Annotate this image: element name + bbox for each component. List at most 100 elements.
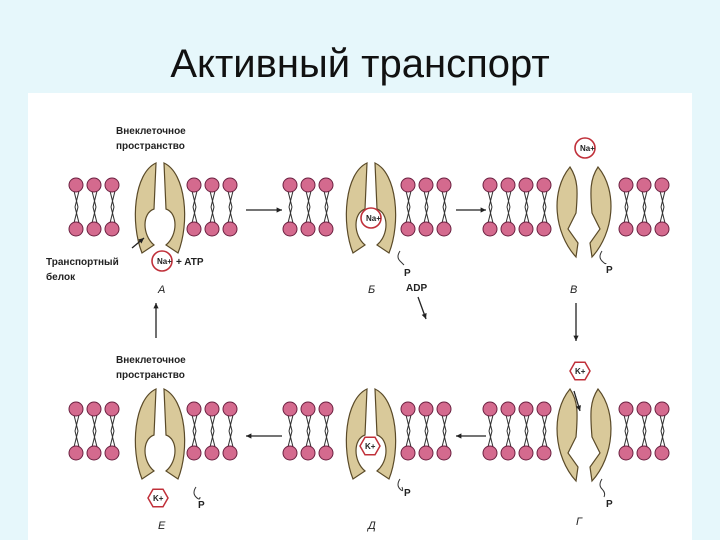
lipid-head — [301, 222, 315, 236]
lipid-head — [301, 446, 315, 460]
lipid-head — [205, 178, 219, 192]
protein-right-half — [164, 389, 185, 479]
adp-label: ADP — [406, 283, 427, 294]
protein-right-half — [375, 389, 396, 479]
lipid-head — [419, 446, 433, 460]
phosphate-tail — [398, 251, 404, 265]
lipid-head — [187, 222, 201, 236]
lipid-head — [437, 402, 451, 416]
arrow-b-to-v-head — [481, 207, 486, 212]
k-ion-icon: K+ — [360, 437, 380, 454]
lipid-head — [501, 402, 515, 416]
arrow-v-to-g-head — [573, 336, 578, 341]
lipid-head — [87, 222, 101, 236]
lipid-head — [501, 446, 515, 460]
stage-label-g: Г — [576, 516, 583, 528]
lipid-head — [619, 178, 633, 192]
lipid-head — [655, 446, 669, 460]
arrow-adp-release-head — [422, 313, 427, 319]
lipid-head — [437, 222, 451, 236]
lipid-head — [419, 402, 433, 416]
lipid-head — [283, 446, 297, 460]
svg-text:K+: K+ — [153, 494, 164, 503]
stage-label-d: Д — [366, 520, 376, 532]
lipid-head — [519, 178, 533, 192]
lipid-head — [619, 402, 633, 416]
na-ion-icon: Na+ — [152, 251, 172, 271]
k-ion-icon: K+ — [570, 362, 590, 379]
svg-text:Na+: Na+ — [366, 214, 381, 223]
lipid-head — [519, 222, 533, 236]
slide-title: Активный транспорт — [0, 42, 720, 87]
lipid-head — [283, 178, 297, 192]
stage-label-v: В — [570, 284, 577, 296]
na-ion-icon: Na+ — [361, 208, 381, 228]
lipid-head — [619, 222, 633, 236]
phosphate-tail — [194, 487, 200, 499]
protein-left-half — [346, 163, 367, 253]
lipid-head — [69, 178, 83, 192]
diagram-panel: Внеклеточное пространство Внеклеточное п… — [28, 93, 692, 540]
lipid-head — [69, 402, 83, 416]
lipid-head — [223, 446, 237, 460]
lipid-head — [205, 222, 219, 236]
arrow-e-to-a-head — [153, 303, 158, 308]
phosphate-label-d: P — [404, 488, 411, 499]
lipid-head — [401, 446, 415, 460]
lipid-head — [519, 446, 533, 460]
lipid-head — [655, 178, 669, 192]
phosphate-label-g: P — [606, 499, 613, 510]
lipid-head — [401, 402, 415, 416]
lipid-head — [637, 222, 651, 236]
protein-left-half — [135, 389, 156, 479]
lipid-head — [519, 402, 533, 416]
lipid-head — [105, 222, 119, 236]
lipid-head — [105, 446, 119, 460]
lipid-head — [637, 178, 651, 192]
extracellular-label-top-line2: пространство — [116, 141, 185, 152]
phosphate-label-e: P — [198, 500, 205, 511]
extracellular-label-bottom-line2: пространство — [116, 370, 185, 381]
protein-left-half — [557, 389, 578, 481]
lipid-head — [87, 178, 101, 192]
lipid-head — [655, 222, 669, 236]
lipid-head — [483, 178, 497, 192]
arrow-a-to-b-head — [277, 207, 282, 212]
lipid-head — [223, 178, 237, 192]
lipid-head — [187, 178, 201, 192]
lipid-head — [537, 446, 551, 460]
lipid-head — [319, 446, 333, 460]
lipid-head — [105, 178, 119, 192]
lipid-head — [419, 222, 433, 236]
phosphate-label-b: P — [404, 268, 411, 279]
stage-label-a: А — [157, 284, 165, 296]
lipid-head — [205, 446, 219, 460]
lipid-head — [87, 446, 101, 460]
protein-right-half — [164, 163, 185, 253]
protein-left-half — [346, 389, 367, 479]
transport-protein-label-line2: белок — [46, 271, 76, 283]
lipid-head — [483, 446, 497, 460]
extracellular-label-bottom-line1: Внеклеточное — [116, 355, 186, 366]
extracellular-label-top-line1: Внеклеточное — [116, 126, 186, 137]
protein-right-half — [590, 389, 611, 481]
lipid-head — [401, 178, 415, 192]
lipid-head — [501, 222, 515, 236]
lipid-head — [319, 402, 333, 416]
svg-text:K+: K+ — [575, 367, 586, 376]
phosphate-tail — [398, 479, 403, 491]
lipid-head — [437, 446, 451, 460]
lipid-head — [637, 402, 651, 416]
stage-label-b: Б — [368, 284, 375, 296]
active-transport-diagram: Внеклеточное пространство Внеклеточное п… — [28, 93, 692, 540]
lipid-head — [301, 178, 315, 192]
lipid-head — [301, 402, 315, 416]
svg-text:K+: K+ — [365, 442, 376, 451]
atp-label: + ATP — [176, 257, 204, 268]
lipid-head — [187, 402, 201, 416]
lipid-head — [637, 446, 651, 460]
lipid-head — [619, 446, 633, 460]
lipid-head — [537, 178, 551, 192]
na-ion-icon: Na+ — [575, 138, 595, 158]
lipid-head — [69, 446, 83, 460]
